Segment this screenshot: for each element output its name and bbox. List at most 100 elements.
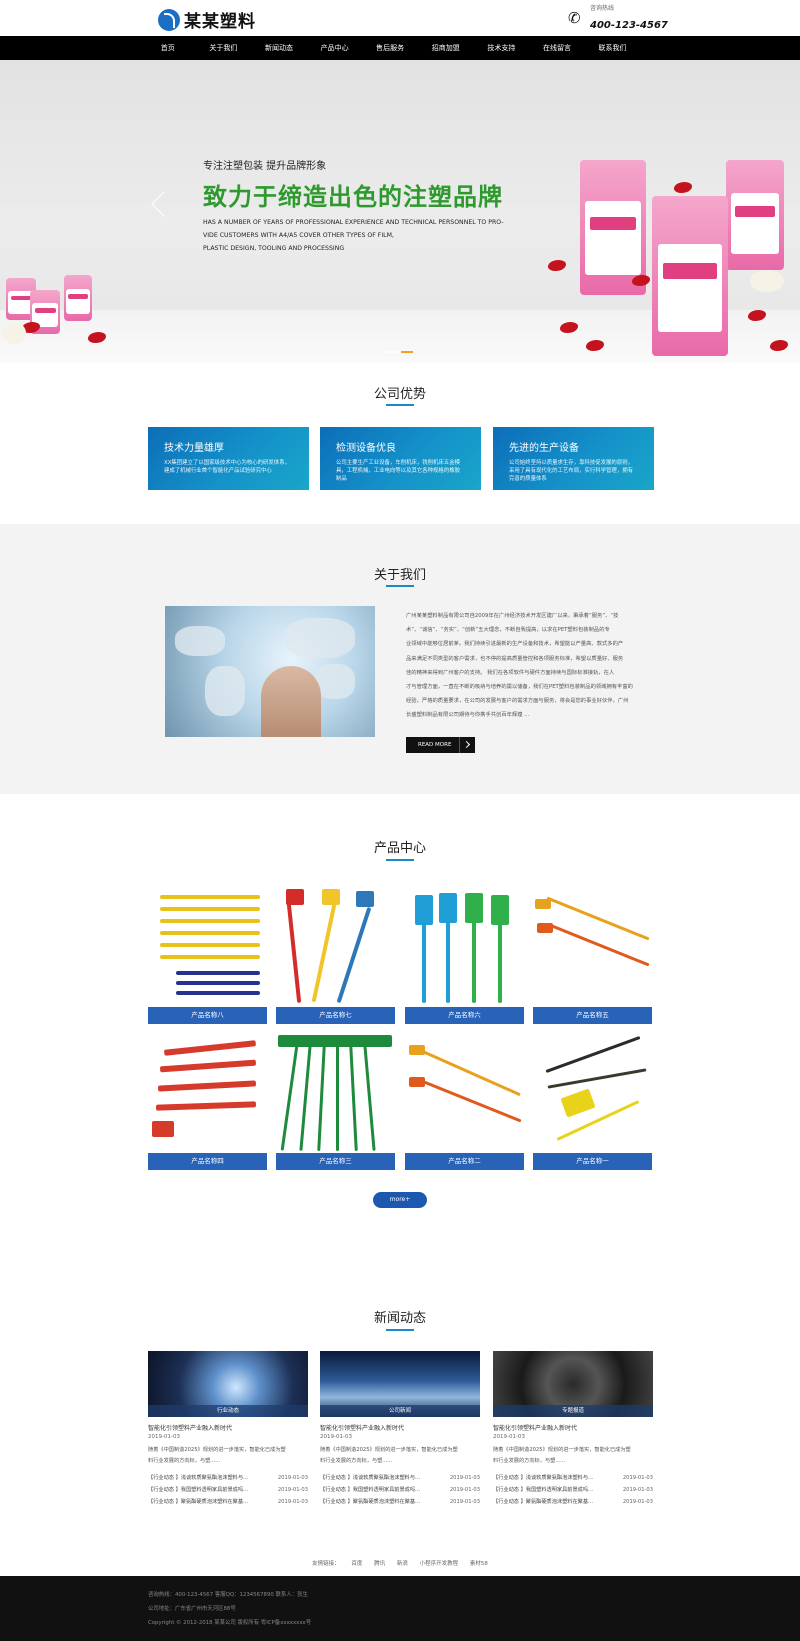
section-divider xyxy=(386,859,414,861)
news-image[interactable]: 行业动态 xyxy=(148,1351,308,1417)
footer-address: 公司地址：广东省广州市天河区88号 xyxy=(148,1606,236,1612)
nav-item-service[interactable]: 售后服务 xyxy=(376,44,405,52)
news-image[interactable]: 专题报道 xyxy=(493,1351,653,1417)
logo-text: 某某塑料 xyxy=(184,12,256,32)
site-footer: 咨询热线：400-123-4567 客服QQ：1234567890 联系人：张生… xyxy=(0,1576,800,1641)
news-category: 专题报道 xyxy=(493,1405,653,1417)
top-header: 某某塑料 咨询热线 400-123-4567 xyxy=(0,0,800,36)
hotline-number: 400-123-4567 xyxy=(590,20,668,31)
nav-item-message[interactable]: 在线留言 xyxy=(542,44,571,52)
news-image[interactable]: 公司新闻 xyxy=(320,1351,480,1417)
product-card[interactable]: 产品名称六 xyxy=(405,887,524,1024)
nav-item-news[interactable]: 新闻动态 xyxy=(264,44,293,52)
logo-icon xyxy=(158,8,180,31)
friend-link[interactable]: 小程序开发教程 xyxy=(419,1561,459,1567)
news-date: 2019-01-03 xyxy=(493,1434,525,1440)
news-title: 新闻动态 xyxy=(373,1311,426,1326)
product-image xyxy=(148,887,267,1007)
product-box-image xyxy=(580,160,646,295)
about-title: 关于我们 xyxy=(373,568,426,583)
news-summary: 随着《中国制造2025》规划的进一步落实，智能化已成为塑 料行业发展的方向标，与… xyxy=(148,1447,286,1464)
nav-item-products[interactable]: 产品中心 xyxy=(320,44,349,52)
about-text: 广州某某塑料制品有限公司自2009年在广州经济技术开发区建厂以来，秉承着“服务”… xyxy=(406,613,633,719)
section-divider xyxy=(386,585,414,587)
hero-banner: 专注注塑包装 提升品牌形象 致力于缔造出色的注塑品牌 HAS A NUMBER … xyxy=(0,60,800,363)
news-category: 行业动态 xyxy=(148,1405,308,1417)
advantage-card-text: 公司始终坚持以质量求生存，靠科技促发展的原则，采用了具有现代化的工艺布局，实行科… xyxy=(509,460,633,482)
advantage-card-title: 检测设备优良 xyxy=(336,443,396,454)
product-name: 产品名称七 xyxy=(276,1007,395,1024)
site-logo[interactable]: 某某塑料 xyxy=(158,7,256,32)
nav-item-support[interactable]: 技术支持 xyxy=(487,44,516,52)
advantage-card[interactable]: 先进的生产设备 公司始终坚持以质量求生存，靠科技促发展的原则，采用了具有现代化的… xyxy=(493,427,654,490)
advantage-card-title: 先进的生产设备 xyxy=(509,443,579,454)
product-box-image xyxy=(652,196,728,356)
slide-dot-active[interactable] xyxy=(401,351,413,353)
product-name: 产品名称三 xyxy=(276,1153,395,1170)
banner-title: 致力于缔造出色的注塑品牌 xyxy=(203,183,503,211)
list-item[interactable]: 【行业动态 】浅谈软质聚氨酯泡沫塑料与...2019-01-03 xyxy=(320,1475,480,1481)
list-item[interactable]: 【行业动态 】我国塑料透明家具前景成吗...2019-01-03 xyxy=(148,1487,308,1493)
list-item[interactable]: 【行业动态 】聚氨酯硬质泡沫塑料在聚基...2019-01-03 xyxy=(493,1499,653,1505)
banner-prev-arrow-icon[interactable] xyxy=(151,191,177,217)
advantages-title: 公司优势 xyxy=(373,387,426,402)
product-name: 产品名称四 xyxy=(148,1153,267,1170)
product-image xyxy=(276,887,395,1007)
more-products-button[interactable]: more+ xyxy=(373,1192,427,1208)
advantage-card[interactable]: 技术力量雄厚 XX集团建立了以国家级技术中心为核心的研发体系，建成了机械行业首个… xyxy=(148,427,309,490)
product-card[interactable]: 产品名称一 xyxy=(533,1033,652,1170)
advantage-card-text: XX集团建立了以国家级技术中心为核心的研发体系，建成了机械行业首个智能化产品试验… xyxy=(164,460,290,474)
list-item[interactable]: 【行业动态 】聚氨酯硬质泡沫塑料在聚基...2019-01-03 xyxy=(148,1499,308,1505)
list-item[interactable]: 【行业动态 】我国塑料透明家具前景成吗...2019-01-03 xyxy=(320,1487,480,1493)
slide-indicators xyxy=(386,351,416,353)
news-date: 2019-01-03 xyxy=(320,1434,352,1440)
product-name: 产品名称二 xyxy=(405,1153,524,1170)
nav-item-about[interactable]: 关于我们 xyxy=(209,44,238,52)
phone-icon xyxy=(568,9,582,27)
banner-subtitle: 专注注塑包装 提升品牌形象 xyxy=(203,161,327,172)
product-card[interactable]: 产品名称七 xyxy=(276,887,395,1024)
slide-dot[interactable] xyxy=(386,351,398,353)
product-image xyxy=(405,887,524,1007)
news-summary: 随着《中国制造2025》规划的进一步落实，智能化已成为塑 料行业发展的方向标，与… xyxy=(320,1447,458,1464)
read-more-button[interactable]: READ MORE xyxy=(406,737,475,753)
product-card[interactable]: 产品名称八 xyxy=(148,887,267,1024)
product-image xyxy=(276,1033,395,1153)
product-box-image xyxy=(726,160,784,270)
nav-item-home[interactable]: 首页 xyxy=(160,44,175,52)
list-item[interactable]: 【行业动态 】聚氨酯硬质泡沫塑料在聚基...2019-01-03 xyxy=(320,1499,480,1505)
news-list: 【行业动态 】浅谈软质聚氨酯泡沫塑料与...2019-01-03 【行业动态 】… xyxy=(148,1472,308,1508)
product-card[interactable]: 产品名称四 xyxy=(148,1033,267,1170)
nav-item-franchise[interactable]: 招商加盟 xyxy=(431,44,460,52)
products-title: 产品中心 xyxy=(373,841,426,856)
banner-description: HAS A NUMBER OF YEARS OF PROFESSIONAL EX… xyxy=(203,219,504,252)
list-item[interactable]: 【行业动态 】浅谈软质聚氨酯泡沫塑料与...2019-01-03 xyxy=(148,1475,308,1481)
list-item[interactable]: 【行业动态 】我国塑料透明家具前景成吗...2019-01-03 xyxy=(493,1487,653,1493)
product-card[interactable]: 产品名称三 xyxy=(276,1033,395,1170)
news-date: 2019-01-03 xyxy=(148,1434,180,1440)
friend-link[interactable]: 腾讯 xyxy=(374,1561,386,1567)
section-divider xyxy=(386,404,414,406)
product-card[interactable]: 产品名称二 xyxy=(405,1033,524,1170)
nav-item-contact[interactable]: 联系我们 xyxy=(598,44,627,52)
product-name: 产品名称五 xyxy=(533,1007,652,1024)
news-headline[interactable]: 智能化引领塑料产业融入新时代 xyxy=(493,1425,578,1432)
news-category: 公司新闻 xyxy=(320,1405,480,1417)
news-headline[interactable]: 智能化引领塑料产业融入新时代 xyxy=(320,1425,405,1432)
advantage-card-text: 公司主要生产工业设备，车削机床，铣削机床五金模具，工程机械，工业电向等以及其它各… xyxy=(336,460,460,482)
product-image xyxy=(533,1033,652,1153)
friend-link[interactable]: 百度 xyxy=(351,1561,363,1567)
hotline: 咨询热线 400-123-4567 xyxy=(568,6,668,31)
about-image xyxy=(165,606,375,737)
advantage-card[interactable]: 检测设备优良 公司主要生产工业设备，车削机床，铣削机床五金模具，工程机械，工业电… xyxy=(320,427,481,490)
friend-links-label: 友情链接： xyxy=(312,1561,340,1567)
friend-link[interactable]: 新浪 xyxy=(396,1561,408,1567)
product-name: 产品名称八 xyxy=(148,1007,267,1024)
news-headline[interactable]: 智能化引领塑料产业融入新时代 xyxy=(148,1425,233,1432)
list-item[interactable]: 【行业动态 】浅谈软质聚氨酯泡沫塑料与...2019-01-03 xyxy=(493,1475,653,1481)
friend-link[interactable]: 素材58 xyxy=(469,1561,488,1567)
news-summary: 随着《中国制造2025》规划的进一步落实，智能化已成为塑 料行业发展的方向标，与… xyxy=(493,1447,631,1464)
product-name: 产品名称六 xyxy=(405,1007,524,1024)
footer-contact: 咨询热线：400-123-4567 客服QQ：1234567890 联系人：张生 xyxy=(148,1592,308,1598)
product-card[interactable]: 产品名称五 xyxy=(533,887,652,1024)
